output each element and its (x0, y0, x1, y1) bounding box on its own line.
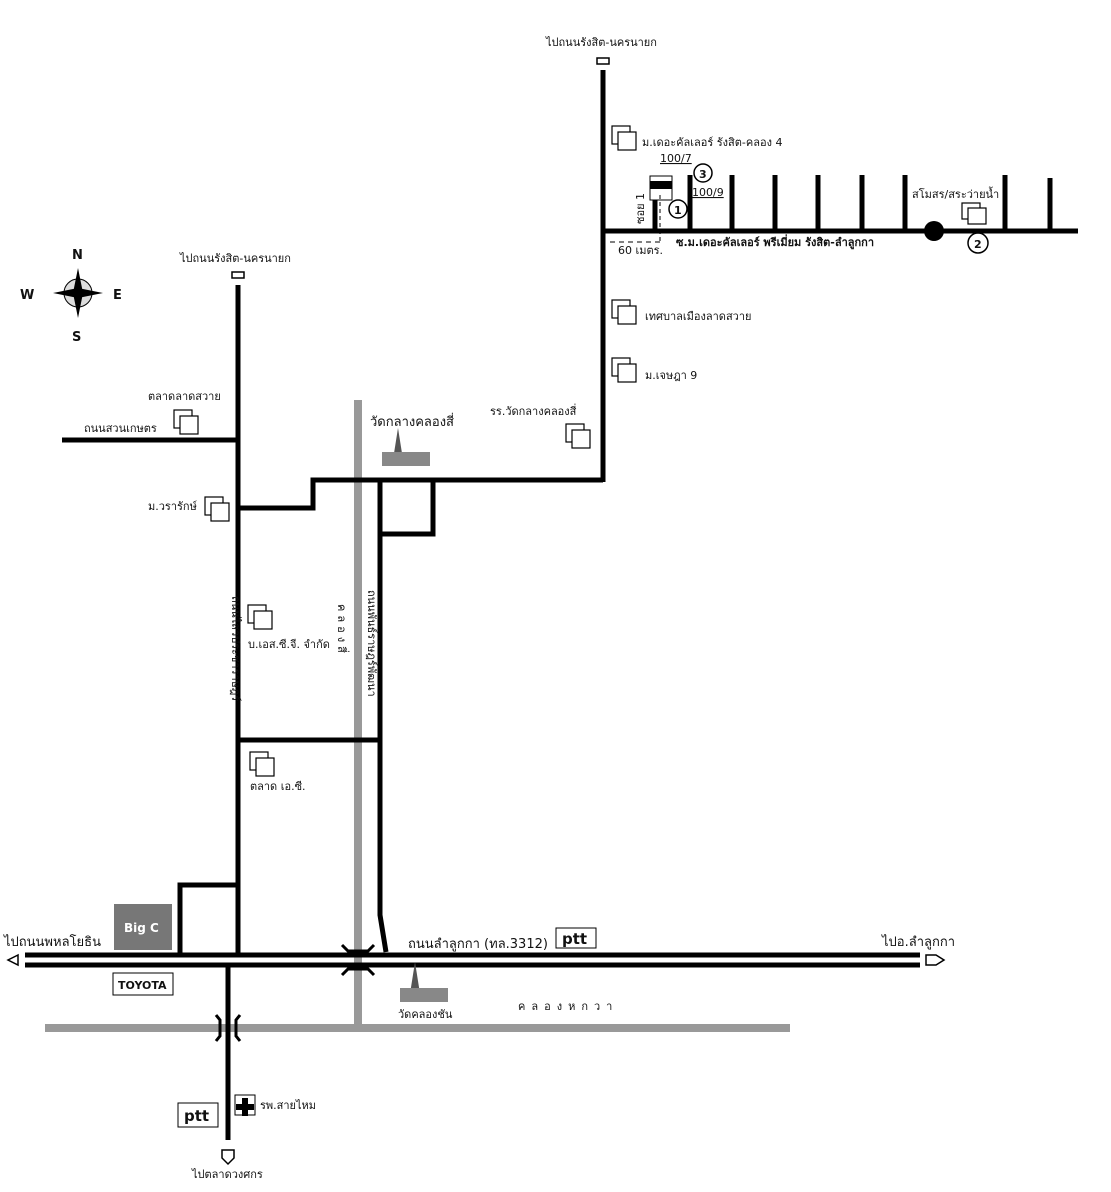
temple-icon (382, 428, 448, 1002)
label: ถนนสวนเกษตร (84, 422, 157, 435)
label: ม.เดอะคัลเลอร์ รังสิต-คลอง 4 (642, 136, 782, 149)
marker-3 (693, 163, 713, 183)
road-phatthana (377, 480, 389, 953)
label: 60 เมตร. (618, 244, 663, 257)
label: ซ.ม.เดอะคัลเลอร์ พรีเมี่ยม รังสิต-ลำลูกก… (676, 234, 874, 250)
label: วัดคลองชัน (398, 1008, 453, 1021)
label: เทศบาลเมืองลาดสวาย (645, 310, 751, 323)
compass-e: E (113, 288, 122, 303)
toyota-logo: TOYOTA (112, 972, 174, 996)
svg-text:ptt: ptt (184, 1107, 209, 1125)
compass-n: N (72, 248, 83, 263)
label: วัดกลางคลองสี่ (370, 413, 454, 430)
label: ตลาด เอ.ซี. (250, 780, 306, 793)
marker-3-label: 3 (699, 168, 707, 181)
label: ถนนไสวประชาราษฎร์ (229, 596, 242, 701)
label: คลองสี่ (335, 604, 350, 657)
marker-2 (967, 232, 989, 254)
bigc-logo: Big C (114, 904, 172, 950)
road-central (238, 477, 603, 511)
label: ถนนพันธ์ราษฎร์พัฒนา (365, 590, 378, 697)
compass-s: S (72, 330, 81, 345)
label: ไปอ.ลำลูกกา (881, 934, 955, 950)
label: ไปถนนพหลโยธิน (3, 934, 101, 950)
direction-arrow-icon (6, 57, 946, 1166)
svg-text:Big C: Big C (124, 921, 159, 935)
map-labels: ไปถนนรังสิต-นครนายก ไปถนนรังสิต-นครนายก … (3, 36, 999, 1181)
svg-text:ptt: ptt (562, 930, 587, 948)
label: ตลาดลาดสวาย (148, 390, 221, 403)
bridge-icon (214, 943, 376, 1042)
hospital-icon (234, 1094, 256, 1116)
marker-1-label: 1 (674, 204, 682, 217)
roads (25, 70, 1078, 1140)
label: รร.วัดกลางคลองสี่ (490, 403, 577, 418)
label: ซอย 1 (634, 193, 647, 224)
label: ไปตลาดวงศกร (191, 1168, 263, 1181)
canals (45, 400, 790, 1032)
label: บ.เอส.ซี.จี. จำกัด (248, 638, 330, 651)
label: สโมสร/สระว่ายน้ำ (912, 186, 999, 201)
label: คลองหกวา (518, 1000, 618, 1013)
destination-dot (924, 221, 944, 241)
label: ม.วรารักษ์ (148, 500, 197, 513)
compass-icon (53, 268, 103, 318)
label: 100/7 (660, 152, 692, 165)
label: ม.เจษฎา 9 (645, 369, 697, 382)
svg-text:TOYOTA: TOYOTA (118, 979, 167, 992)
label: รพ.สายไหม (260, 1099, 316, 1112)
building-icons (173, 125, 987, 777)
marker-1 (668, 199, 688, 219)
label: ถนนลำลูกกา (ทล.3312) (408, 937, 548, 952)
label: ไปถนนรังสิต-นครนายก (545, 36, 657, 49)
label: ไปถนนรังสิต-นครนายก (179, 252, 291, 265)
ptt-logo: ptt ptt (177, 927, 597, 1128)
marker-2-label: 2 (974, 238, 982, 251)
label: 100/9 (692, 186, 724, 199)
compass-w: W (20, 288, 34, 303)
